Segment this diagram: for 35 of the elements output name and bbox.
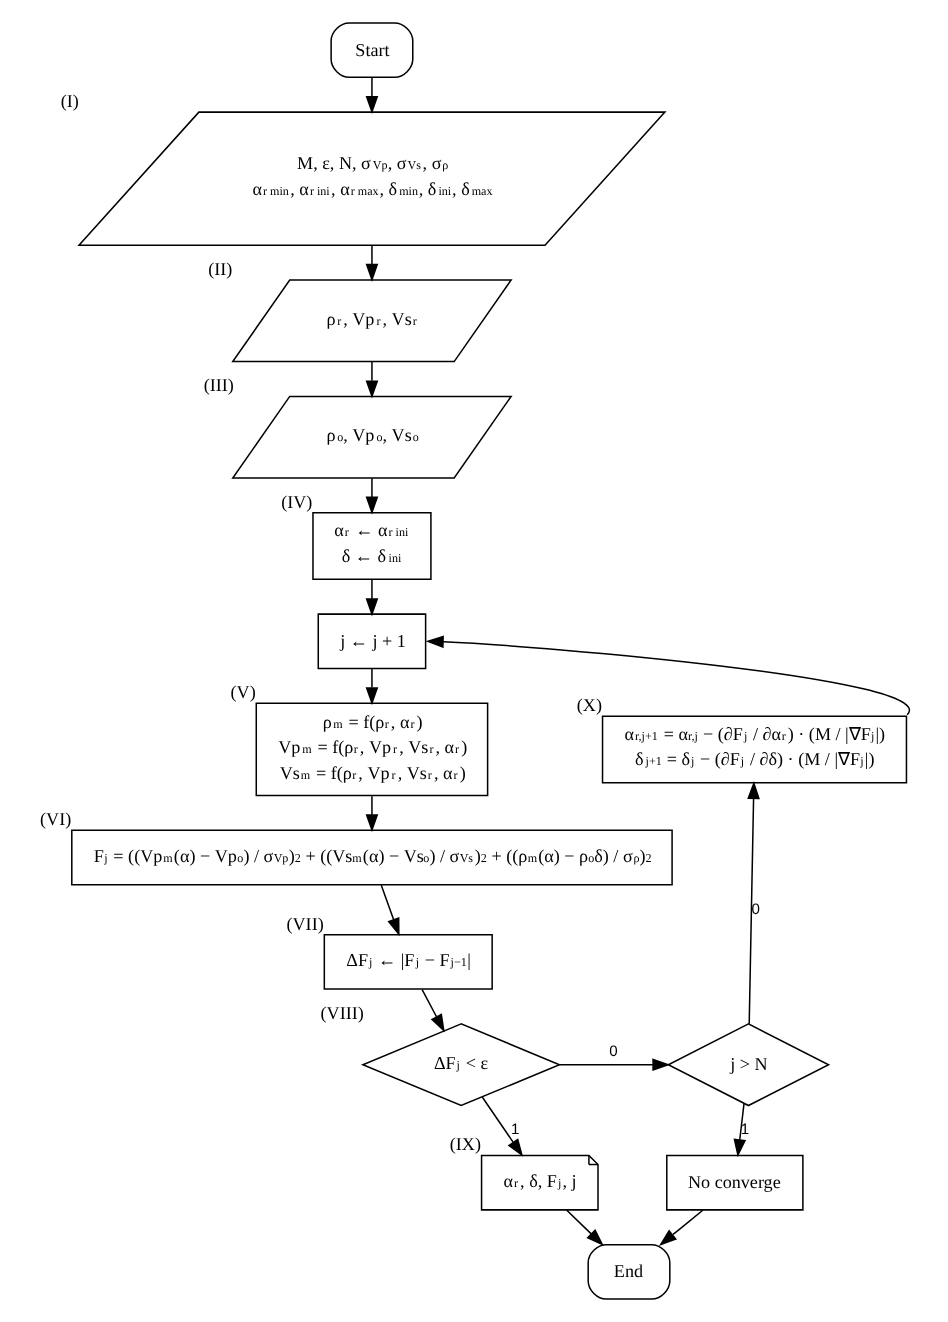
node-box: j ← j + 1 <box>316 613 426 670</box>
node-box: Start <box>329 22 413 79</box>
node-label: (IV) <box>280 491 312 512</box>
node-diamond: j > N <box>665 1023 830 1107</box>
arrow <box>424 635 908 716</box>
node-label: (VI) <box>39 809 71 830</box>
arrow <box>564 1209 603 1247</box>
node-label: (I) <box>59 90 78 111</box>
node-label: (IX) <box>448 1134 481 1155</box>
arrow <box>364 795 378 833</box>
arrow <box>364 579 378 617</box>
node-label: (VIII) <box>319 1002 363 1023</box>
arrow <box>557 1058 670 1072</box>
arrow <box>364 477 378 515</box>
arrow <box>364 668 378 706</box>
arrow <box>732 1103 746 1158</box>
node-label: (V) <box>229 682 255 703</box>
arrow <box>379 884 399 937</box>
arrow <box>364 361 378 399</box>
node-label: (III) <box>202 375 233 396</box>
arrow <box>364 244 378 282</box>
edge-label: 0 <box>608 1041 617 1060</box>
arrow <box>364 76 378 115</box>
node-box: End <box>586 1243 670 1300</box>
node-label: (X) <box>575 695 602 716</box>
node-label: (II) <box>207 258 232 279</box>
edge-label: 0 <box>750 899 759 918</box>
arrow <box>420 988 444 1033</box>
node-label: (VII) <box>285 913 323 934</box>
arrow <box>480 1096 523 1157</box>
node-box: No converge <box>665 1154 803 1211</box>
arrow <box>746 780 759 1025</box>
edge-label: 1 <box>739 1120 749 1139</box>
arrow <box>657 1209 703 1246</box>
edge-label: 1 <box>510 1120 519 1139</box>
